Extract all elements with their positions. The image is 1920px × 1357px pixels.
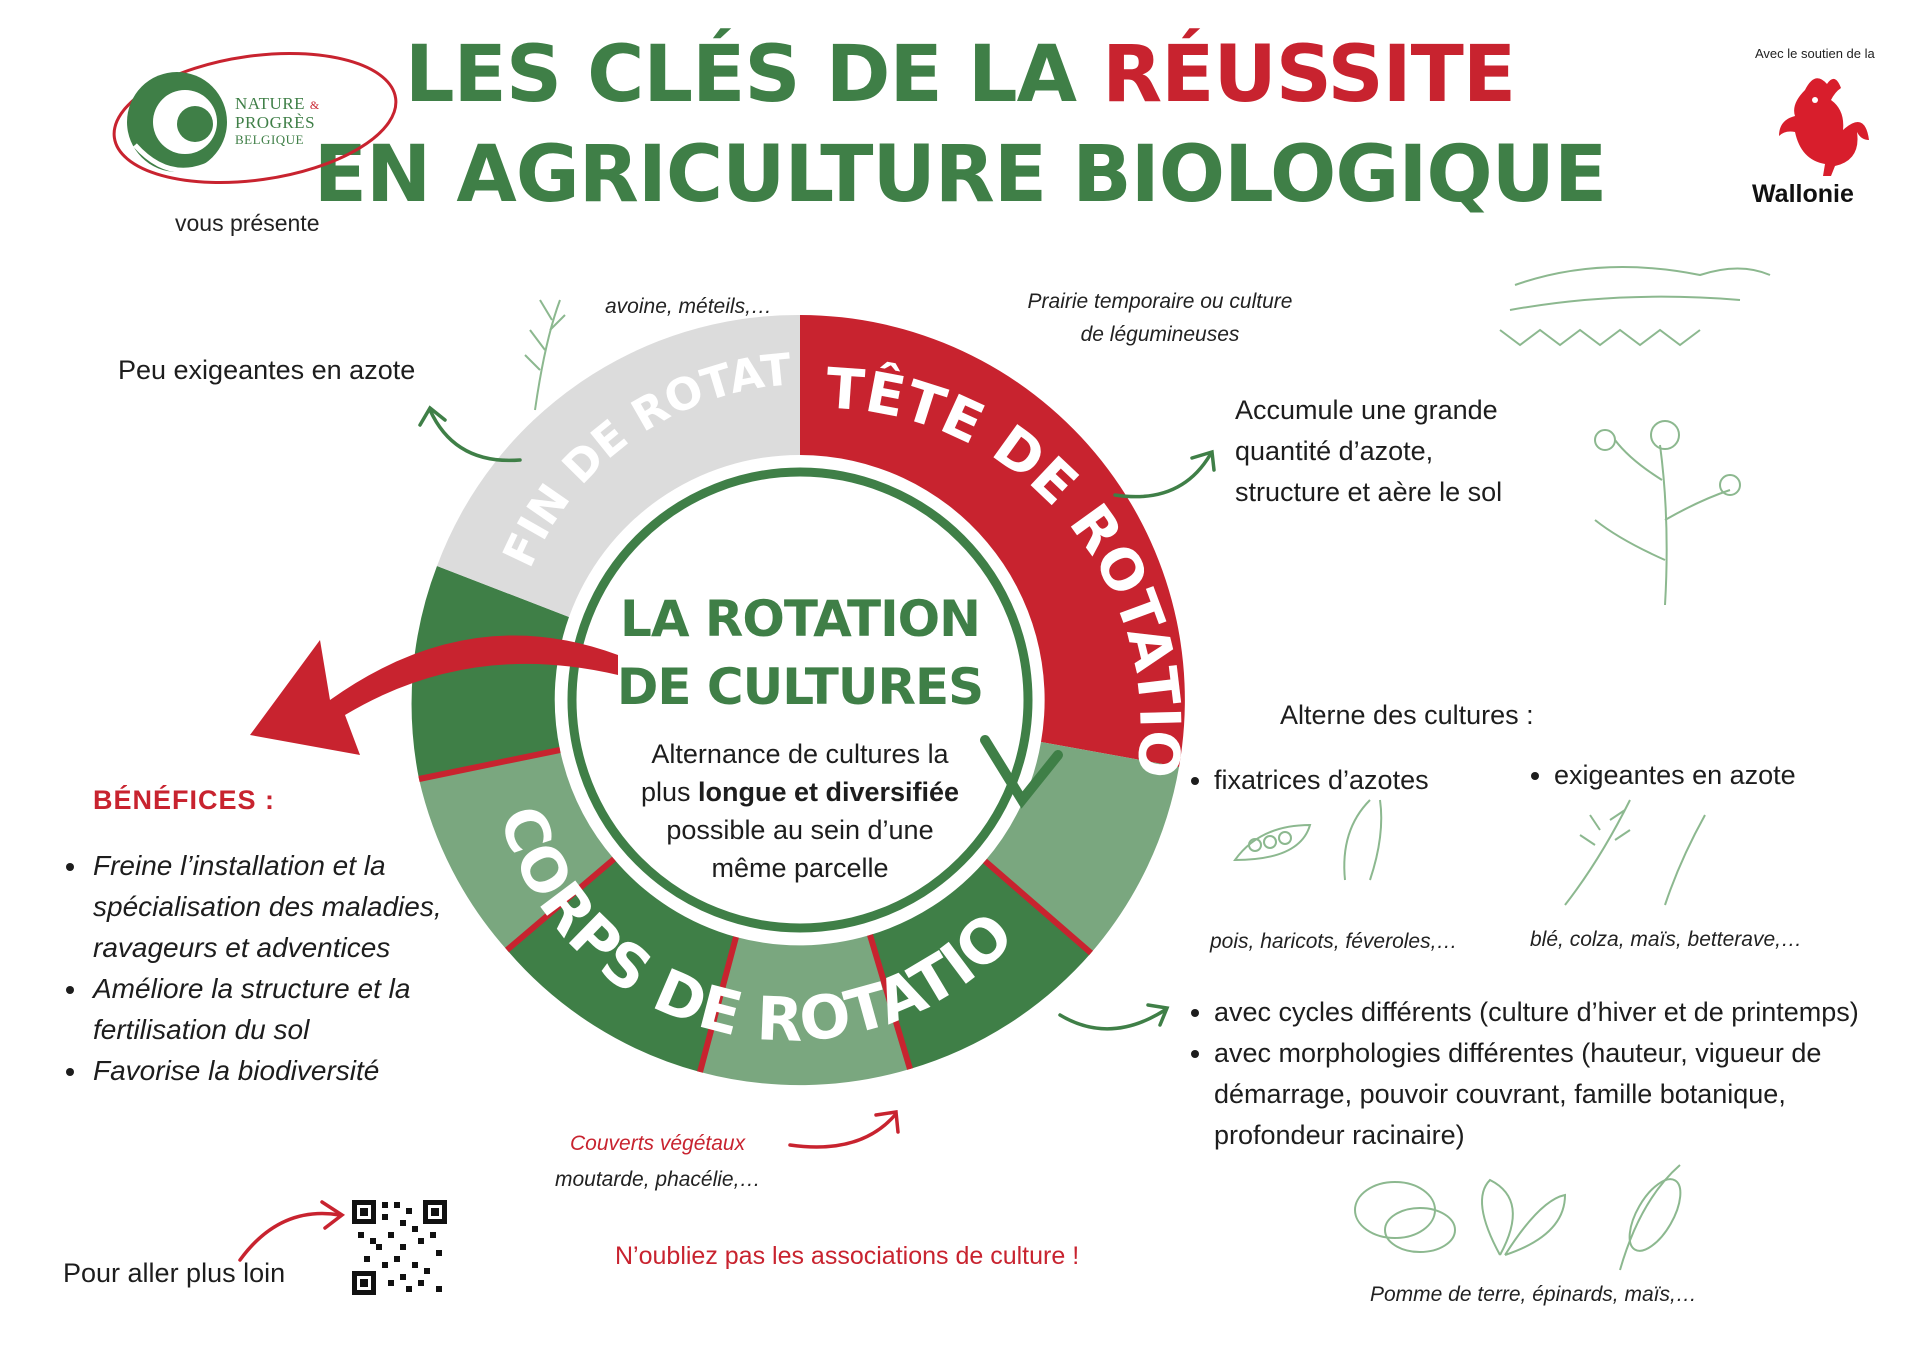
title-line-2: EN AGRICULTURE BIOLOGIQUE	[313, 130, 1608, 220]
logo-line-1: NATURE	[235, 94, 306, 113]
potato-sketch-icon	[1354, 1181, 1456, 1253]
wheat-sketch-icon	[1564, 799, 1706, 906]
nature-progres-logo: NATURE & PROGRÈS BELGIQUE	[105, 50, 405, 200]
plant-sketches	[524, 266, 1771, 1271]
fin-description: Peu exigeantes en azote	[118, 355, 416, 385]
spinach-sketch-icon	[1481, 1178, 1567, 1256]
center-description: Alternance de cultures la plus longue et…	[640, 735, 960, 887]
circle-arrowhead-icon	[980, 735, 1063, 809]
cycles-list: avec cycles différents (culture d’hiver …	[1180, 992, 1920, 1156]
corn-sketch-icon	[1619, 1164, 1682, 1271]
presents-text: vous présente	[175, 210, 320, 236]
benefits-arrow-icon	[250, 635, 618, 755]
segment-tete	[800, 315, 1185, 767]
exigeantes-examples: blé, colza, maïs, betterave,…	[1530, 928, 1802, 951]
sponsor-name: Wallonie	[1752, 180, 1854, 208]
segment-corps-2	[870, 861, 1091, 1069]
segment-corps-3	[700, 935, 910, 1086]
rooster-icon	[1765, 70, 1875, 185]
morpho-examples: Pomme de terre, épinards, maïs,…	[1370, 1283, 1697, 1306]
logo-line-3: BELGIQUE	[235, 132, 304, 147]
segment-fin	[437, 314, 800, 617]
segment-corps-4	[507, 859, 736, 1072]
title-highlight: RÉUSSITE	[1102, 30, 1516, 120]
center-desc-part2: possible au sein d’une même parcelle	[666, 815, 934, 883]
benefit-item: Favorise la biodiversité	[89, 1050, 475, 1091]
ring-segments	[411, 314, 1185, 1086]
red-callout-arrows	[238, 1109, 900, 1262]
fin-examples: avoine, méteils,…	[605, 295, 772, 318]
cycles-item: avec cycles différents (culture d’hiver …	[1214, 992, 1920, 1033]
fixatrices-list: fixatrices d’azotes	[1180, 760, 1429, 801]
logo-emblem-icon	[112, 52, 398, 184]
peas-sketch-icon	[1233, 799, 1383, 881]
associations-note: N’oubliez pas les associations de cultur…	[615, 1242, 1080, 1270]
center-title-1: LA ROTATION	[619, 590, 981, 648]
callout-arrows	[418, 405, 1216, 1031]
tete-examples: Prairie temporaire ou culture de légumin…	[1027, 290, 1293, 346]
fixatrices-examples: pois, haricots, féveroles,…	[1210, 930, 1458, 953]
oat-sketch-icon	[524, 299, 566, 411]
couverts-examples: moutarde, phacélie,…	[555, 1168, 761, 1191]
logo-amp: &	[309, 98, 320, 112]
title-prefix: LES CLÉS DE LA	[404, 30, 1103, 120]
qr-code[interactable]	[352, 1200, 447, 1295]
tete-description: Accumule une grande quantité d’azote, st…	[1235, 395, 1503, 507]
logo-line-2: PROGRÈS	[235, 113, 316, 132]
alterne-title: Alterne des cultures :	[1280, 700, 1534, 730]
inner-circle	[567, 467, 1033, 933]
exigeantes-item: exigeantes en azote	[1554, 755, 1796, 796]
exigeantes-list: exigeantes en azote	[1520, 755, 1796, 796]
benefits-list: Freine l’installation et la spécialisati…	[55, 845, 475, 1091]
morphologies-item: avec morphologies différentes (hauteur, …	[1214, 1033, 1854, 1156]
couverts-title: Couverts végétaux	[570, 1132, 746, 1155]
benefits-title: BÉNÉFICES :	[93, 785, 276, 815]
title-line-1: LES CLÉS DE LA RÉUSSITE	[0, 30, 1920, 120]
center-desc-part1: Alternance de cultures la plus	[640, 739, 949, 807]
fixatrices-item: fixatrices d’azotes	[1214, 760, 1429, 801]
center-label: LA ROTATION DE CULTURES	[600, 585, 1000, 721]
plus-loin-text: Pour aller plus loin	[63, 1258, 286, 1288]
benefit-item: Améliore la structure et la fertilisatio…	[89, 968, 475, 1050]
sponsor-text: Avec le soutien de la	[1755, 46, 1875, 61]
center-desc-bold: longue et diversifiée	[697, 777, 960, 807]
benefit-item: Freine l’installation et la spécialisati…	[89, 845, 475, 968]
center-title-2: DE CULTURES	[616, 658, 984, 716]
clover-sketch-icon	[1594, 420, 1741, 606]
segment-corps-6	[411, 566, 569, 779]
landscape-sketch-icon	[1499, 266, 1771, 347]
